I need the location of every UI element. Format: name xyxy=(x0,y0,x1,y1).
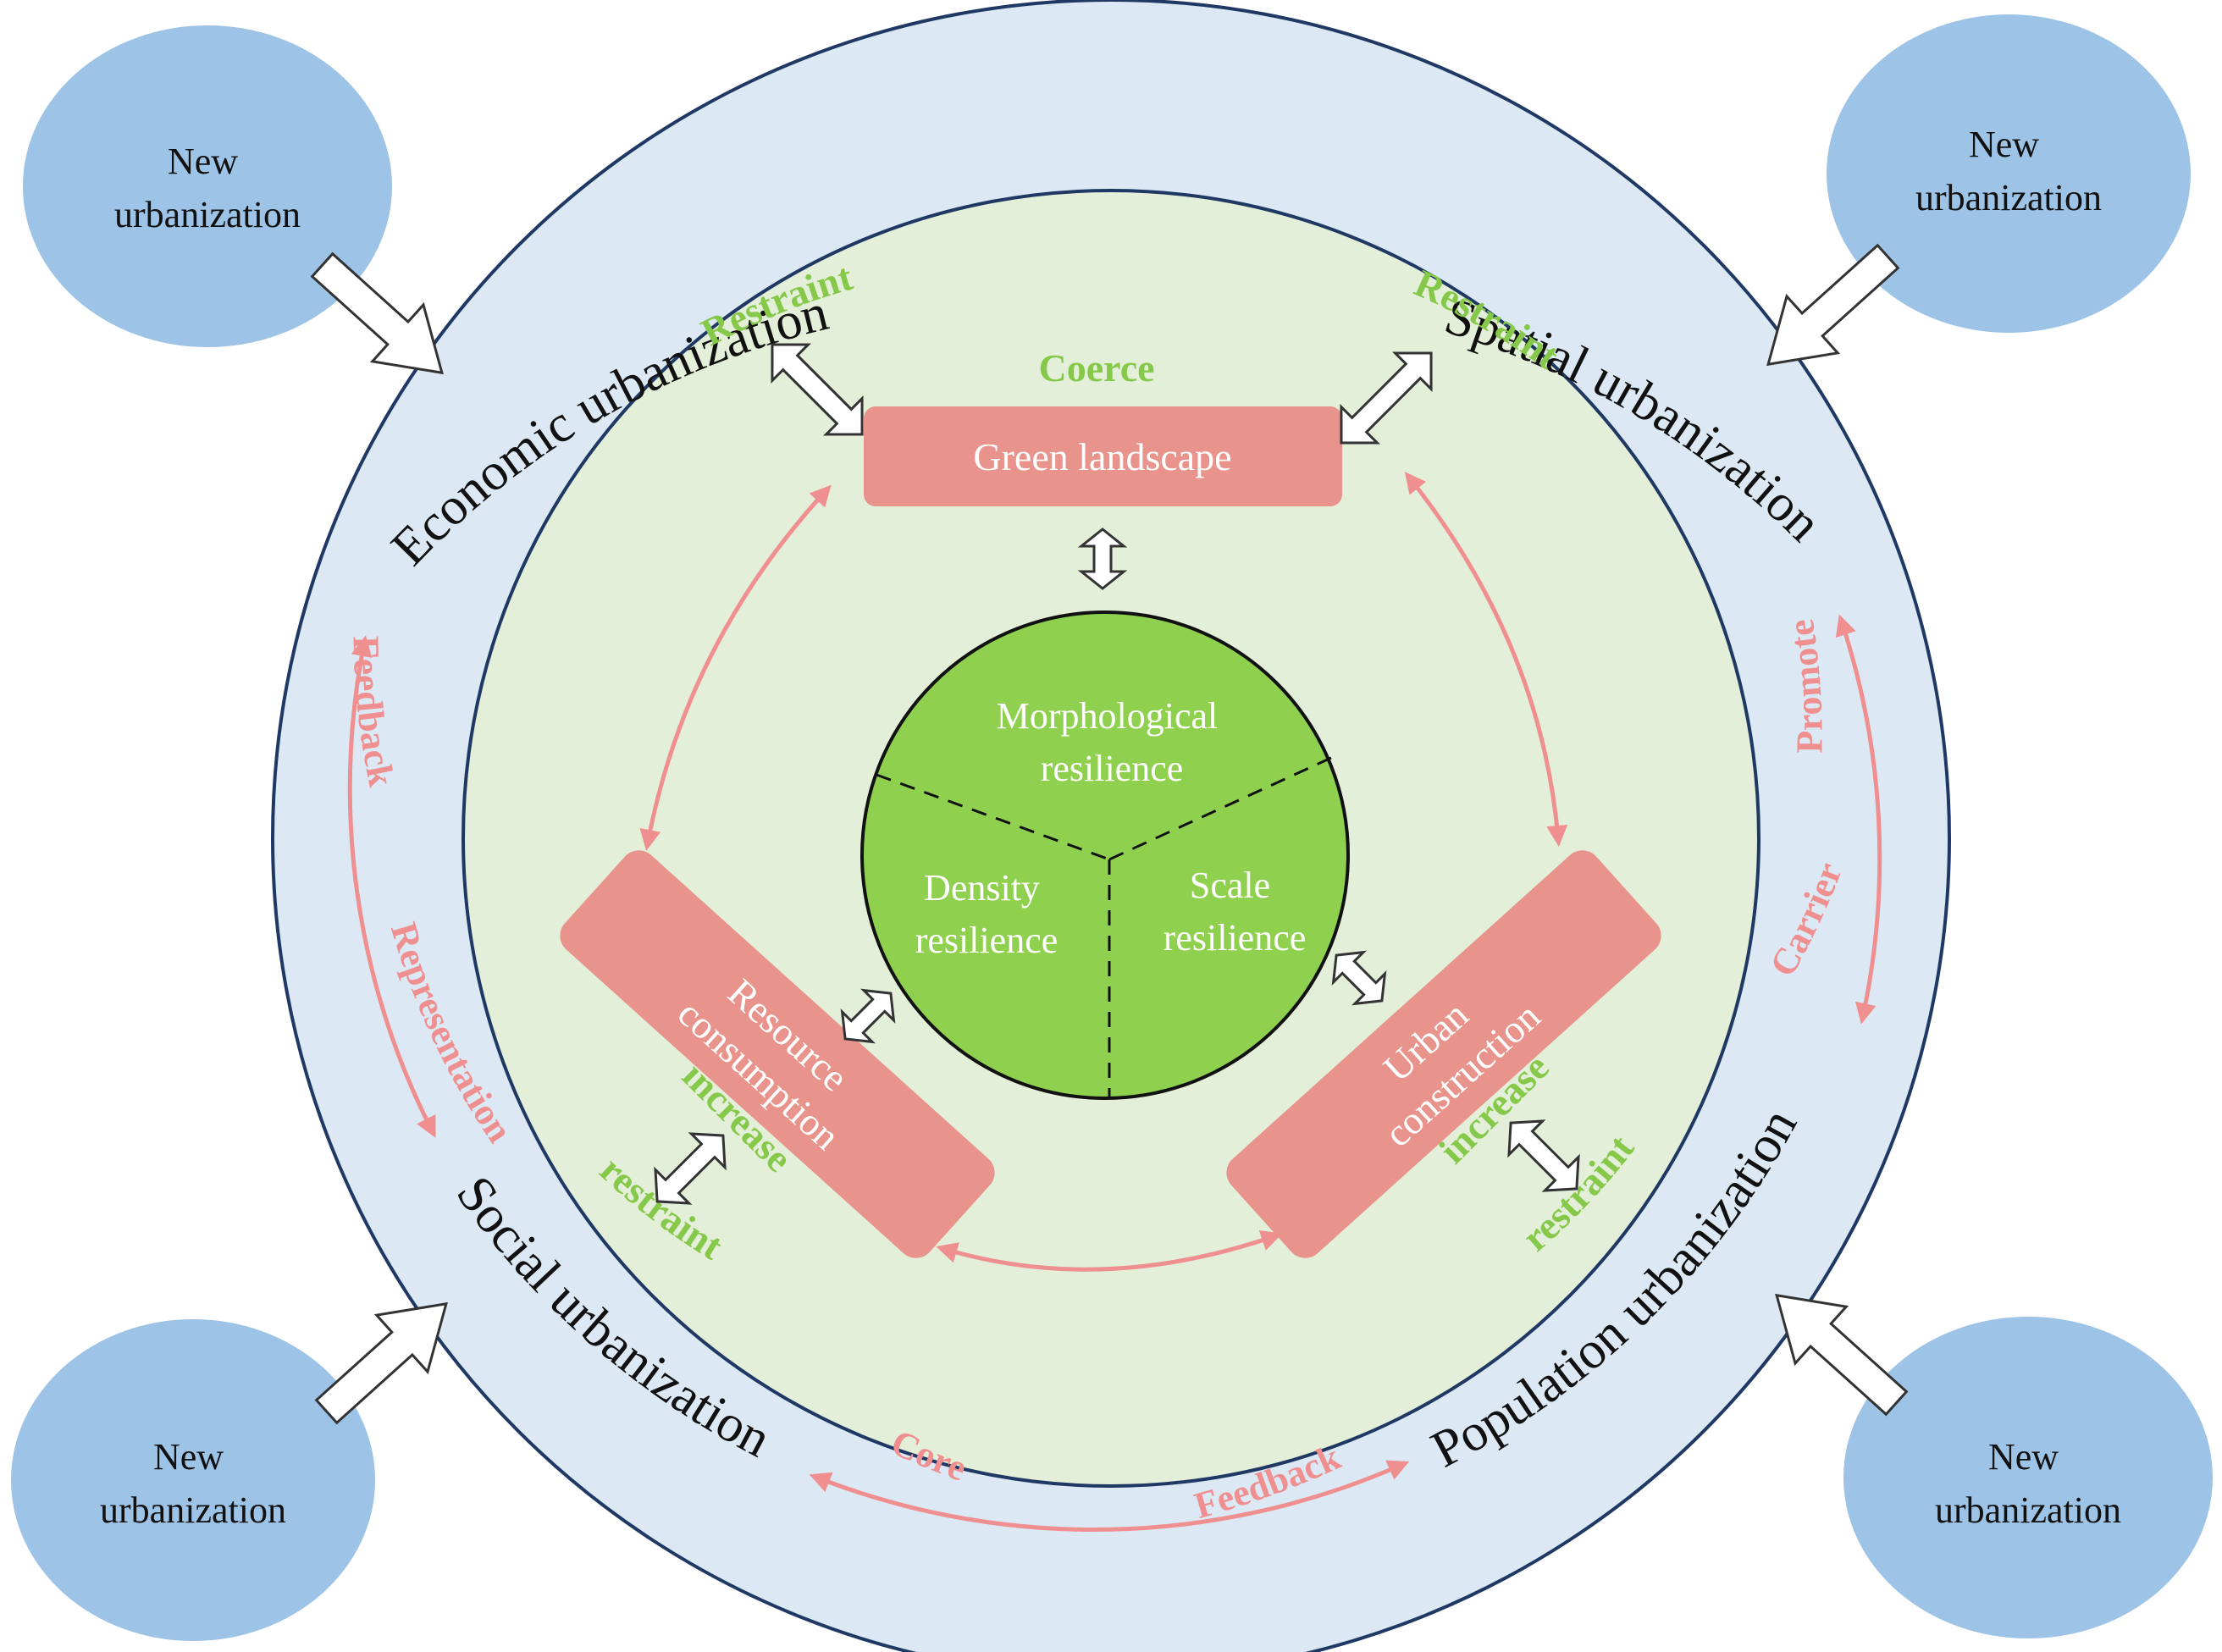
double-arrow-restraint-right xyxy=(1340,351,1433,445)
corner-bottom-right: New urbanization xyxy=(1843,1317,2213,1638)
density-resilience: Density resilience xyxy=(915,867,1058,961)
coerce-label: Coerce xyxy=(1038,346,1154,390)
corner-top-left: New urbanization xyxy=(23,25,392,347)
svg-text:New urbanization: New urbanization xyxy=(1935,1436,2121,1531)
corner-bottom-right-line2: urbanization xyxy=(1935,1489,2121,1531)
morphological-resilience: Morphological resilience xyxy=(997,695,1228,789)
resilience-core: Morphological resilience Density resilie… xyxy=(860,611,1350,1100)
svg-text:New urbanization: New urbanization xyxy=(1915,124,2102,218)
corner-arrow-top-right xyxy=(1766,243,1900,367)
arrow-resource-to-urban xyxy=(936,1230,1283,1272)
double-arrow-coerce-core xyxy=(1077,528,1128,590)
corner-arrow-top-left xyxy=(310,251,444,375)
double-arrow-resource-core xyxy=(840,988,896,1044)
scale-resilience: Scale resilience xyxy=(1164,865,1307,959)
bottom-ring-arrow xyxy=(809,1460,1410,1532)
corner-top-right-line1: New xyxy=(1969,124,2039,165)
left-ring-arrow xyxy=(347,635,436,1138)
corner-top-right: New urbanization xyxy=(1827,14,2191,333)
double-arrow-restraint-lower-left xyxy=(654,1132,727,1205)
corner-top-left-line1: New xyxy=(168,141,238,182)
arrow-green-to-resource xyxy=(639,484,832,851)
corner-arrow-bottom-left xyxy=(314,1301,448,1425)
svg-text:New urbanization: New urbanization xyxy=(100,1436,286,1531)
svg-text:New urbanization: New urbanization xyxy=(114,141,301,235)
corner-bottom-left: New urbanization xyxy=(11,1319,375,1641)
svg-text:Green landscape: Green landscape xyxy=(973,435,1231,478)
corner-bottom-right-line1: New xyxy=(1988,1436,2059,1478)
corner-arrow-bottom-right xyxy=(1775,1293,1909,1417)
corner-bottom-left-line2: urbanization xyxy=(100,1489,286,1531)
green-landscape-box: Green landscape xyxy=(864,406,1342,506)
double-arrow-restraint-lower-right xyxy=(1507,1119,1580,1192)
double-arrow-urban-core xyxy=(1331,950,1387,1006)
corner-bottom-left-line1: New xyxy=(153,1436,224,1478)
double-arrow-restraint-left xyxy=(771,343,864,436)
corner-top-left-line2: urbanization xyxy=(114,194,301,235)
right-ring-arrow xyxy=(1835,614,1882,1025)
arrow-green-to-urban xyxy=(1404,472,1568,847)
corner-top-right-line2: urbanization xyxy=(1915,177,2102,218)
